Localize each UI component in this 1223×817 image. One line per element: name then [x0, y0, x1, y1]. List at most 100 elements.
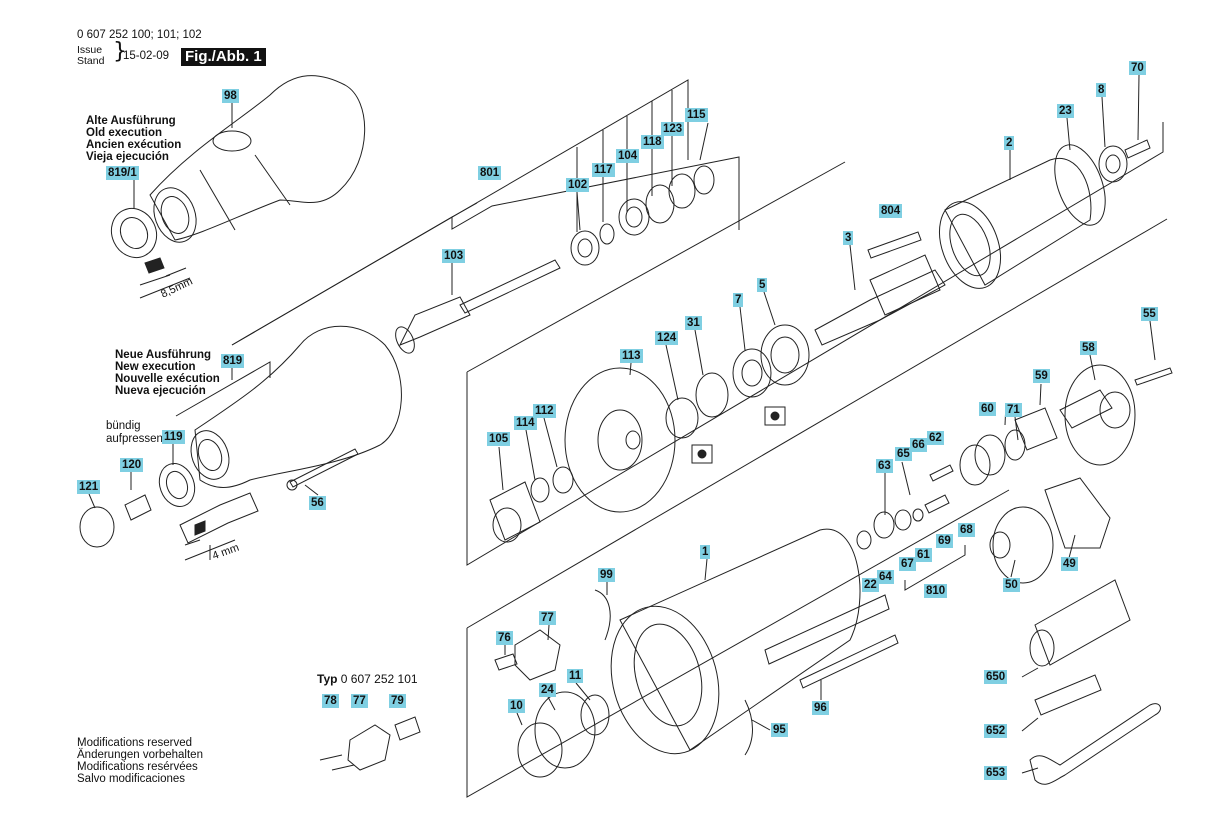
- part-label: 119: [162, 430, 185, 444]
- part-label: 120: [120, 458, 144, 472]
- part-label: 10: [508, 699, 525, 713]
- motor-cylinder-2: [939, 139, 1151, 289]
- part-label: 819: [221, 354, 245, 368]
- press-note-2: aufpressen: [106, 433, 163, 445]
- rotor-3: [814, 231, 946, 346]
- footer-line-1: Modifications reserved: [77, 737, 193, 749]
- part-label: 118: [641, 135, 664, 149]
- screw-56: [286, 448, 359, 491]
- part-label: 652: [984, 724, 1008, 738]
- assembly-outline-lines: [175, 79, 1168, 798]
- part-label: 31: [685, 316, 702, 330]
- part-label: 113: [620, 349, 643, 363]
- part-label: 123: [661, 122, 685, 136]
- part-label: 7: [733, 293, 744, 307]
- typ-line: Typ 0 607 252 101: [317, 673, 418, 686]
- new-execution-de: Neue Ausführung: [115, 349, 212, 361]
- part-label: 78: [322, 694, 339, 708]
- spindle-103: [395, 259, 561, 354]
- part-label: 11: [567, 669, 584, 683]
- footer-line-3: Modifications resérvées: [77, 761, 198, 773]
- part-label: 66: [910, 438, 927, 452]
- part-label: 49: [1061, 557, 1078, 571]
- stand-label: Stand: [77, 55, 105, 67]
- part-label: 112: [533, 404, 556, 418]
- new-execution-es: Nueva ejecución: [115, 385, 206, 397]
- part-label: 810: [924, 584, 948, 598]
- part-label: 124: [655, 331, 679, 345]
- part-label: 67: [899, 557, 916, 571]
- parts-105-114-112: [489, 466, 574, 543]
- part-label: 59: [1033, 369, 1050, 383]
- part-label: 103: [442, 249, 466, 263]
- part-label: 62: [927, 431, 944, 445]
- part-label: 2: [1004, 136, 1015, 150]
- part-label: 61: [915, 548, 932, 562]
- part-label: 58: [1080, 341, 1097, 355]
- part-label: 50: [1003, 578, 1020, 592]
- part-label: 653: [984, 766, 1008, 780]
- old-execution-fr: Ancien exécution: [86, 139, 182, 151]
- issue-date: 15-02-09: [123, 50, 170, 62]
- part-label: 105: [487, 432, 511, 446]
- old-execution-de: Alte Ausführung: [86, 115, 176, 127]
- footer-line-2: Änderungen vorbehalten: [77, 749, 203, 761]
- part-label: 114: [514, 416, 537, 430]
- old-housing-part: [149, 75, 366, 243]
- part-label: 804: [879, 204, 903, 218]
- part-label: 71: [1005, 403, 1022, 417]
- part-label: 5: [757, 278, 768, 292]
- part-label: 60: [979, 402, 996, 416]
- typ-parts: [319, 716, 421, 771]
- new-housing-819: [190, 325, 402, 488]
- ring-819-1: [110, 208, 187, 286]
- typ-number: 0 607 252 101: [340, 672, 418, 686]
- part-label: 801: [478, 166, 502, 180]
- part-label: 56: [309, 496, 326, 510]
- part-label: 650: [984, 670, 1008, 684]
- part-label: 98: [222, 89, 239, 103]
- part-label: 1: [700, 545, 711, 559]
- part-label: 819/1: [106, 166, 139, 180]
- parts-119-120-121: [79, 463, 259, 548]
- typ-prefix: Typ: [317, 672, 338, 686]
- part-label: 65: [895, 447, 912, 461]
- part-label: 55: [1141, 307, 1158, 321]
- part-label: 3: [843, 231, 854, 245]
- part-label: 95: [771, 723, 788, 737]
- strips-99-95: [594, 589, 753, 756]
- part-label: 69: [936, 534, 953, 548]
- footer-line-4: Salvo modificaciones: [77, 773, 186, 785]
- part-label: 24: [539, 683, 556, 697]
- end-plate-113: [564, 367, 729, 513]
- part-label: 96: [812, 701, 829, 715]
- valve-block-parts: [494, 629, 610, 778]
- valve-parts-right: [856, 364, 1173, 584]
- part-label: 63: [876, 459, 893, 473]
- figure-tag: Fig./Abb. 1: [181, 48, 266, 66]
- issue-label: Issue: [77, 44, 103, 56]
- part-label: 70: [1129, 61, 1146, 75]
- old-execution-en: Old execution: [86, 127, 163, 139]
- brace-icon: }: [113, 39, 127, 64]
- part-label: 68: [958, 523, 975, 537]
- old-execution-es: Vieja ejecución: [86, 151, 169, 163]
- part-label: 102: [566, 178, 590, 192]
- part-label: 8: [1096, 83, 1107, 97]
- part-label: 77: [351, 694, 368, 708]
- new-execution-fr: Nouvelle exécution: [115, 373, 220, 385]
- part-label: 121: [77, 480, 101, 494]
- accessories-650-652-653: [1029, 579, 1161, 785]
- part-label: 77: [539, 611, 556, 625]
- part-label: 22: [862, 578, 879, 592]
- leader-lines: [88, 74, 1156, 774]
- part-label: 23: [1057, 104, 1074, 118]
- part-label: 115: [685, 108, 708, 122]
- bearing-stack-upper: [570, 165, 715, 266]
- main-housing-1: [610, 528, 899, 755]
- part-label: 99: [598, 568, 615, 582]
- part-label: 79: [389, 694, 406, 708]
- part-number: 0 607 252 100; 101; 102: [77, 29, 202, 41]
